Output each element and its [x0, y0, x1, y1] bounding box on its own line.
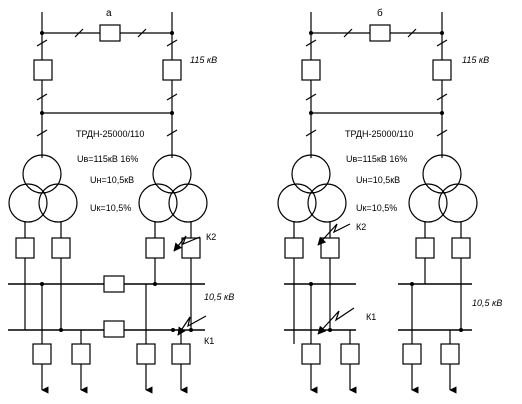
- disconnector-mark: [166, 129, 178, 137]
- disconnector-mark: [305, 39, 317, 47]
- scheme-letter-b: б: [377, 7, 383, 19]
- node: [153, 282, 157, 286]
- hv-voltage-label: 115 кВ: [462, 55, 489, 65]
- disconnector-mark: [36, 39, 48, 47]
- disconnector-mark: [436, 129, 448, 137]
- node: [440, 111, 444, 115]
- lv-breaker-3: [415, 237, 435, 259]
- lv-breaker-4: [451, 237, 471, 259]
- feeder-breaker: [402, 343, 422, 365]
- disconnector-mark: [407, 28, 417, 38]
- disconnector-mark: [36, 93, 48, 101]
- fault-k1-arrow: [177, 315, 207, 336]
- lv-breaker-1: [15, 237, 35, 259]
- feeder-breaker: [71, 343, 91, 365]
- bus-tie-breaker-2: [103, 320, 125, 338]
- fault-k2-arrow: [173, 235, 201, 252]
- node: [40, 111, 44, 115]
- fault-k1-label: К1: [204, 336, 214, 346]
- hv-breaker-2: [162, 59, 182, 81]
- disconnector-mark: [166, 39, 178, 47]
- lv-breaker-3: [145, 237, 165, 259]
- transformer-1-lv2-winding: [307, 183, 347, 223]
- lv-voltage-label: 10,5 кВ: [472, 298, 502, 308]
- transformer-1-lv2-winding: [38, 183, 78, 223]
- bridge-breaker: [369, 24, 391, 42]
- disconnector-mark: [166, 93, 178, 101]
- transformer-type-label: ТРДН-25000/110: [345, 129, 413, 139]
- feeder-breaker: [32, 343, 52, 365]
- scheme-a: а 115 кВ ТРДН-25000/110 Uв=115кВ 16% Uн=…: [8, 8, 234, 394]
- lv-breaker-2: [320, 237, 340, 259]
- disconnector-mark: [305, 93, 317, 101]
- transformer-2-hv-winding: [152, 154, 192, 194]
- node: [170, 31, 174, 35]
- disconnector-mark: [305, 129, 317, 137]
- feeder-breaker: [136, 343, 156, 365]
- node: [440, 31, 444, 35]
- feeder-breaker: [301, 343, 321, 365]
- feeder-breaker: [171, 343, 191, 365]
- fault-k2-arrow: [317, 223, 351, 246]
- disconnector-mark: [343, 28, 353, 38]
- transformer-1-lv1-winding: [8, 183, 48, 223]
- node: [309, 111, 313, 115]
- bridge-breaker: [99, 24, 121, 42]
- transformer-param-2: Uн=10,5кВ: [356, 175, 400, 185]
- transformer-param-2: Uн=10,5кВ: [90, 175, 134, 185]
- lv-voltage-label: 10,5 кВ: [204, 292, 234, 302]
- node: [170, 111, 174, 115]
- disconnector-mark: [436, 39, 448, 47]
- disconnector-mark: [36, 129, 48, 137]
- transformer-1-lv1-winding: [277, 183, 317, 223]
- transformer-2-lv1-winding: [138, 183, 178, 223]
- transformer-1-hv-winding: [22, 154, 62, 194]
- scheme-b: б 115 кВ ТРДН-25000/110 Uв=115кВ 16% Uн=…: [277, 7, 502, 394]
- node: [328, 328, 332, 332]
- transformer-param-3: Uк=10,5%: [90, 203, 131, 213]
- node: [171, 328, 175, 332]
- fault-k1-label: К1: [366, 312, 376, 322]
- hv-voltage-label: 115 кВ: [190, 55, 217, 65]
- transformer-1-hv-winding: [291, 154, 331, 194]
- node: [40, 31, 44, 35]
- transformer-2-lv1-winding: [408, 183, 448, 223]
- feeder-breaker: [440, 343, 460, 365]
- fault-k2-label: К2: [206, 232, 216, 242]
- hv-breaker-1: [33, 59, 53, 81]
- transformer-type-label: ТРДН-25000/110: [76, 129, 144, 139]
- disconnector-mark: [436, 93, 448, 101]
- scheme-letter-a: а: [106, 8, 112, 19]
- node: [189, 328, 193, 332]
- feeder-breaker: [340, 343, 360, 365]
- transformer-2-lv2-winding: [438, 183, 478, 223]
- disconnector-mark: [74, 28, 84, 38]
- transformer-param-3: Uк=10,5%: [356, 203, 397, 213]
- disconnector-mark: [137, 28, 147, 38]
- node: [59, 328, 63, 332]
- lv-breaker-2: [51, 237, 71, 259]
- transformer-2-hv-winding: [422, 154, 462, 194]
- transformer-2-lv2-winding: [168, 183, 208, 223]
- node: [459, 328, 463, 332]
- transformer-param-1: Uв=115кВ 16%: [346, 154, 407, 164]
- transformer-param-1: Uв=115кВ 16%: [77, 154, 138, 164]
- hv-breaker-1: [301, 59, 321, 81]
- lv-breaker-1: [284, 237, 304, 259]
- fault-k1-arrow: [317, 307, 355, 335]
- bus-tie-breaker-1: [103, 275, 125, 293]
- hv-breaker-2: [432, 59, 452, 81]
- node: [309, 31, 313, 35]
- fault-k2-label: К2: [356, 222, 366, 232]
